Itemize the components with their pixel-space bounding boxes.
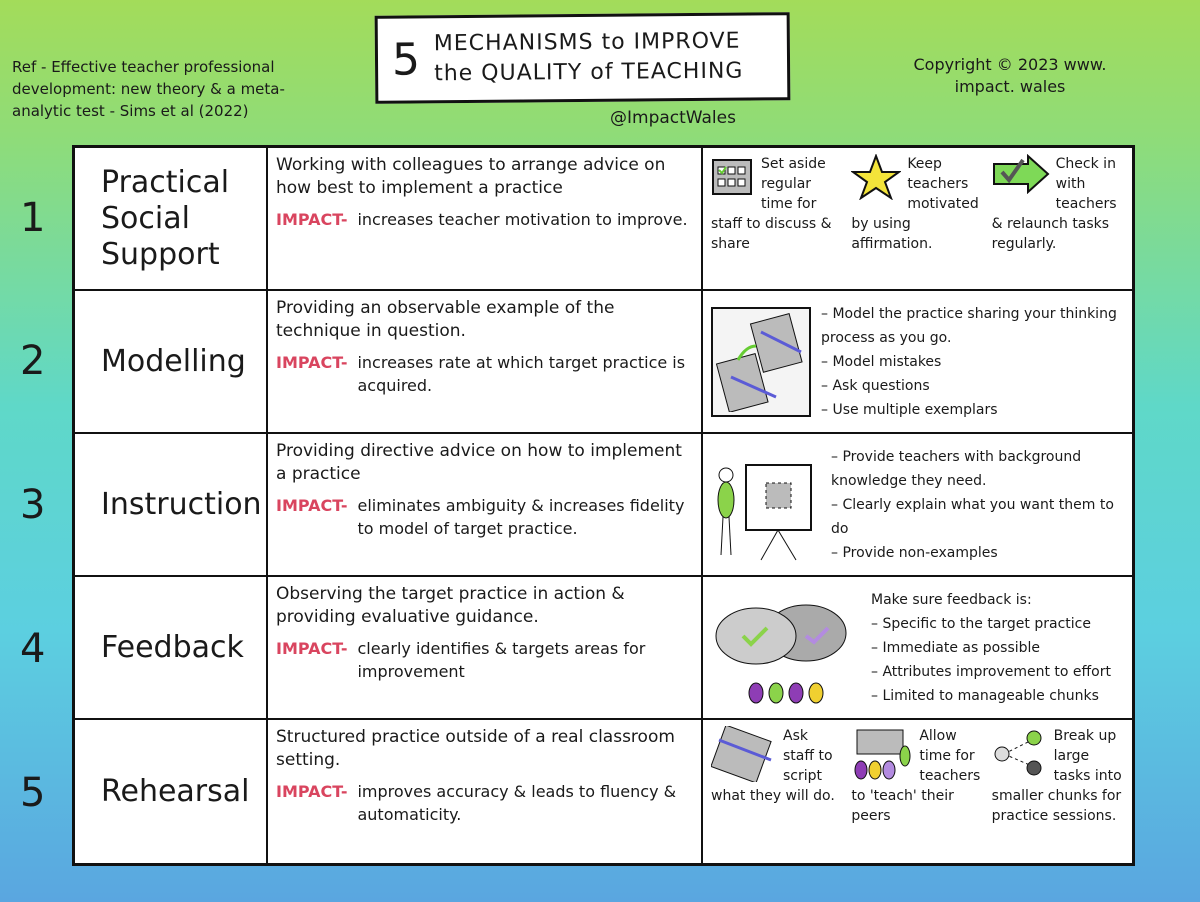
description-cell: Providing an observable example of the t… (268, 291, 703, 434)
row-number: 3 (20, 482, 46, 528)
impact-label: IMPACT- (276, 353, 348, 372)
mechanism-name-cell: Modelling (75, 291, 268, 434)
feedback-intro: Make sure feedback is: (871, 591, 1032, 608)
mechanisms-table: Practical Social Support Working with co… (72, 145, 1135, 866)
check-arrow-icon (992, 154, 1050, 194)
tip: Break up large tasks into smaller chunks… (991, 728, 1122, 824)
bullet-list: Model the practice sharing your thinking… (821, 302, 1124, 422)
impact: IMPACT-increases rate at which target pr… (276, 351, 693, 397)
presenter-easel-icon (717, 463, 812, 560)
mechanism-name-cell: Rehearsal (75, 720, 268, 863)
impact: IMPACT-eliminates ambiguity & increases … (276, 494, 693, 540)
writing-hand-icon (711, 306, 811, 417)
calendar-icon (712, 159, 752, 195)
impact-label: IMPACT- (276, 210, 348, 229)
reference-note: Ref - Effective teacher professional dev… (12, 58, 285, 120)
impact-text: clearly identifies & targets areas for i… (357, 639, 646, 681)
tip: Set aside regular time for staff to disc… (711, 156, 832, 252)
mechanism-name: Practical Social Support (101, 164, 230, 272)
mechanism-name: Modelling (101, 343, 246, 379)
mechanism-name: Instruction (101, 486, 262, 522)
impact: IMPACT-increases teacher motivation to i… (276, 208, 693, 231)
tip: Keep teachers motivated by using affirma… (851, 154, 979, 252)
social-handle: @ImpactWales (610, 108, 736, 128)
impact-text: eliminates ambiguity & increases fidelit… (357, 496, 685, 538)
star-icon (851, 154, 902, 200)
impact: IMPACT-improves accuracy & leads to flue… (276, 780, 693, 826)
mechanism-name: Rehearsal (101, 773, 250, 809)
page-title: MECHANISMS to IMPROVE the QUALITY of TEA… (433, 28, 744, 87)
mechanism-name-cell: Practical Social Support (75, 148, 268, 291)
description: Observing the target practice in action … (276, 584, 625, 627)
speech-bubbles-icon (715, 604, 847, 703)
impact-label: IMPACT- (276, 496, 348, 515)
impact-text: increases rate at which target practice … (357, 353, 686, 395)
bullet-list: Specific to the target practiceImmediate… (871, 612, 1111, 708)
tips-cell: Ask staff to script what they will do. A… (703, 720, 1132, 863)
description: Structured practice outside of a real cl… (276, 727, 675, 770)
description-cell: Structured practice outside of a real cl… (268, 720, 703, 863)
description-cell: Observing the target practice in action … (268, 577, 703, 720)
row-number: 2 (20, 338, 46, 384)
title-banner: 5 MECHANISMS to IMPROVE the QUALITY of T… (374, 12, 791, 104)
description-cell: Providing directive advice on how to imp… (268, 434, 703, 577)
tip: Allow time for teachers to 'teach' their… (851, 728, 981, 824)
row-number: 1 (20, 195, 46, 241)
bullet-list: Provide teachers with background knowled… (831, 445, 1124, 565)
description: Working with colleagues to arrange advic… (276, 155, 666, 198)
mechanism-name: Feedback (101, 629, 244, 665)
tips-cell: Set aside regular time for staff to disc… (703, 148, 1132, 291)
row-number: 5 (20, 770, 46, 816)
description: Providing directive advice on how to imp… (276, 441, 682, 484)
tips-cell: Provide teachers with background knowled… (703, 434, 1132, 577)
steps-diagram-icon (994, 730, 1042, 776)
impact-text: increases teacher motivation to improve. (357, 210, 688, 229)
tip: Check in with teachers & relaunch tasks … (991, 154, 1117, 252)
title-number: 5 (391, 33, 421, 86)
script-writing-icon (711, 726, 772, 782)
impact: IMPACT-clearly identifies & targets area… (276, 637, 693, 683)
copyright: Copyright © 2023 www. impact. wales (913, 55, 1107, 96)
description-cell: Working with colleagues to arrange advic… (268, 148, 703, 291)
impact-label: IMPACT- (276, 639, 348, 658)
teaching-peers-icon (854, 729, 911, 780)
impact-text: improves accuracy & leads to fluency & a… (357, 782, 677, 824)
row-number: 4 (20, 626, 46, 672)
tips-cell: Make sure feedback is: Specific to the t… (703, 577, 1132, 720)
impact-label: IMPACT- (276, 782, 348, 801)
description: Providing an observable example of the t… (276, 298, 615, 341)
mechanism-name-cell: Feedback (75, 577, 268, 720)
tips-cell: Model the practice sharing your thinking… (703, 291, 1132, 434)
tip: Ask staff to script what they will do. (711, 726, 843, 857)
mechanism-name-cell: Instruction (75, 434, 268, 577)
